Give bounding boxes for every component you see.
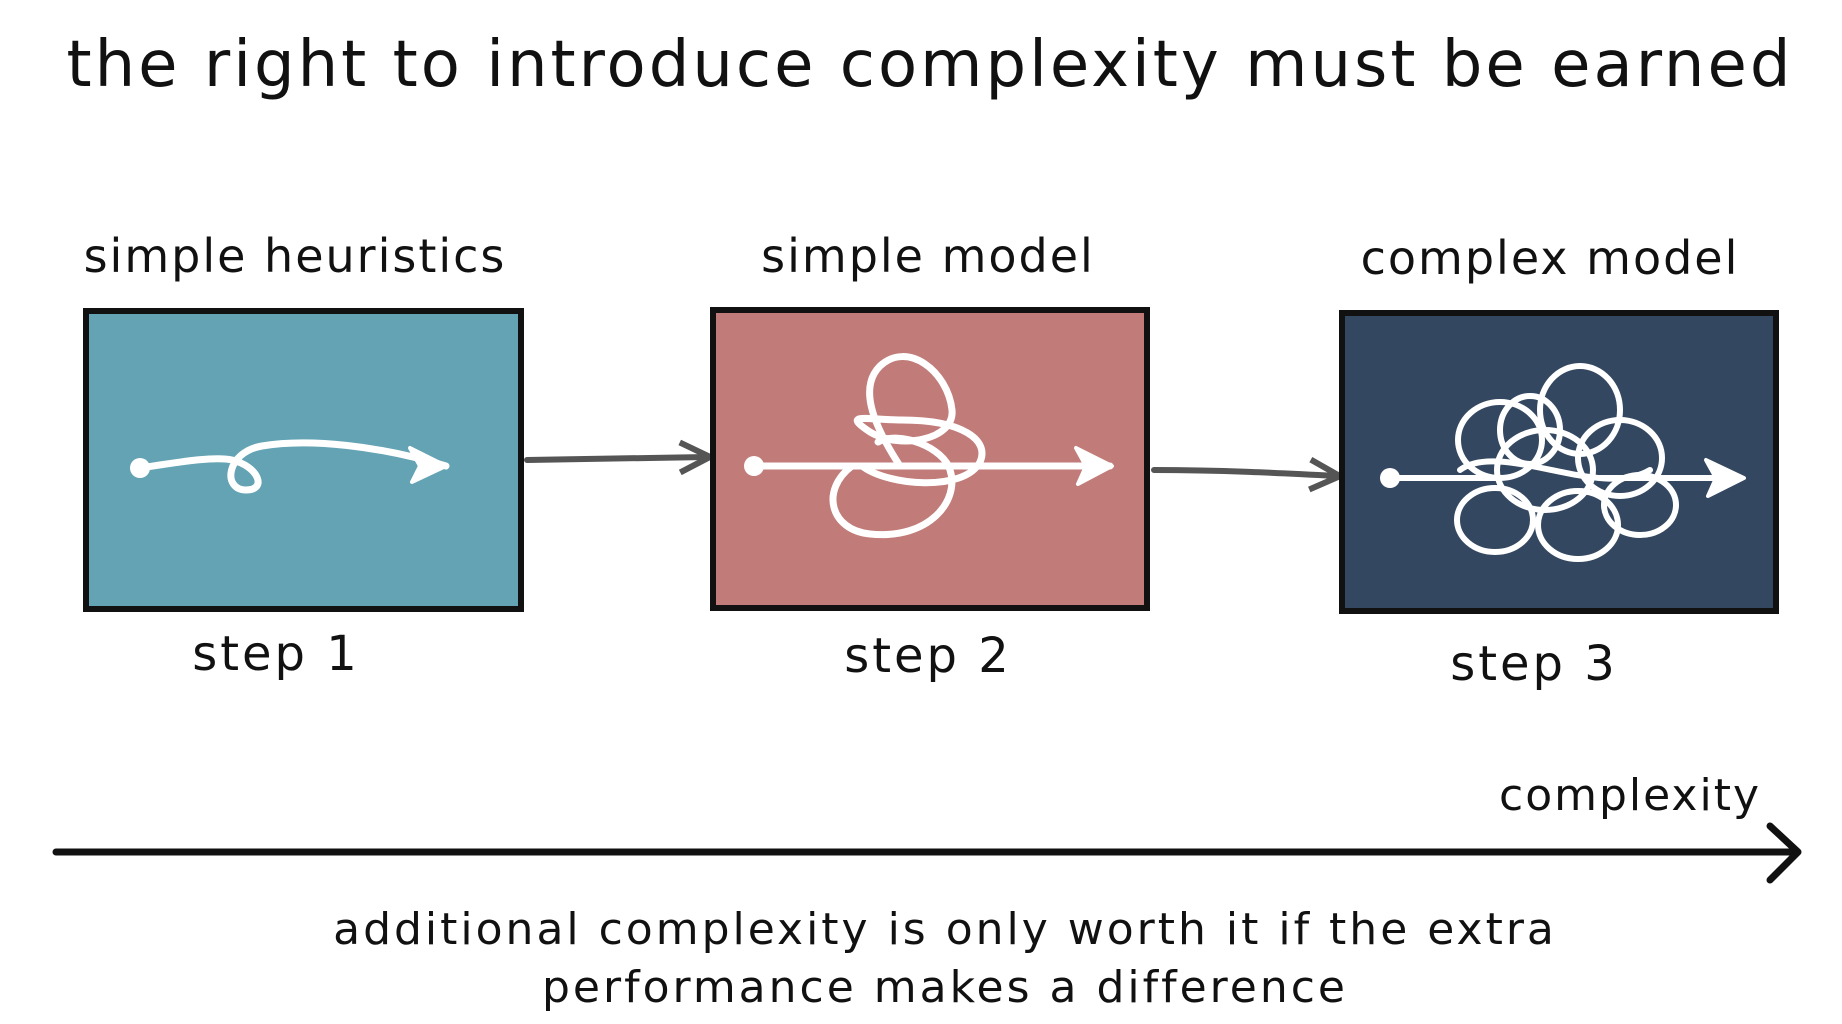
stage-3-step: step 3 xyxy=(1450,636,1618,692)
stage-1-label: simple heuristics xyxy=(84,229,507,283)
stage-3-box xyxy=(1339,310,1779,614)
diagram-title: the right to introduce complexity must b… xyxy=(67,28,1794,102)
simple-squiggle-icon xyxy=(130,439,450,494)
stage-2-step: step 2 xyxy=(844,628,1012,684)
stage-2-box xyxy=(710,307,1150,611)
connector-arrow-1 xyxy=(524,457,707,460)
stage-2: simple model step 2 xyxy=(710,229,1150,684)
complex-tangle-icon xyxy=(1380,363,1746,562)
stage-3: complex model step 3 xyxy=(1339,231,1779,692)
axis-arrowhead-icon xyxy=(1766,822,1802,884)
stage-1-box xyxy=(83,308,524,612)
stage-1-step: step 1 xyxy=(192,626,360,682)
complexity-axis: complexity xyxy=(52,770,1802,884)
tangled-squiggle-icon xyxy=(744,353,1114,539)
caption-line-1: additional complexity is only worth it i… xyxy=(333,904,1557,955)
axis-label: complexity xyxy=(1499,770,1761,821)
connector-arrow-2 xyxy=(1151,470,1337,476)
stage-1: simple heuristics step 1 xyxy=(83,229,524,682)
stage-2-label: simple model xyxy=(761,229,1095,283)
stage-3-label: complex model xyxy=(1361,231,1740,285)
caption-line-2: performance makes a difference xyxy=(542,962,1348,1013)
